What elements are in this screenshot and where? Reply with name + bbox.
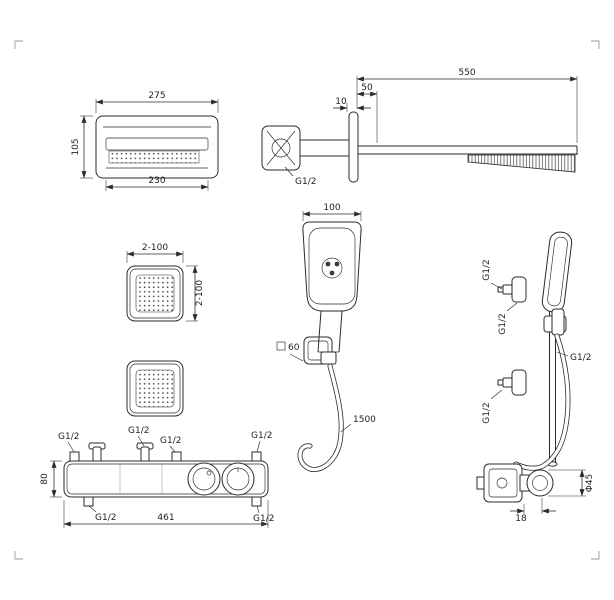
mixer-bar-view: 80 461 G1/2 G1/2 G1/2 G1/2 G1/2 G1/2 — [40, 426, 274, 528]
thread-bar-top-mid1: G1/2 — [128, 426, 149, 436]
dim-head-height: 105 — [71, 138, 81, 155]
dim-jet-height: 2-100 — [195, 280, 205, 306]
jet-side-view-1 — [511, 276, 527, 303]
hand-shower-fitting — [320, 351, 337, 365]
thread-upper-label: G1/2 — [498, 313, 508, 334]
dim-arm-offset: 10 — [335, 97, 347, 107]
waterfall-head-view: 275 105 230 — [71, 91, 219, 191]
thread-bar-bottom-right: G1/2 — [253, 514, 274, 524]
dim-outlet-width: 18 — [515, 514, 527, 524]
hand-shower-handle-profile — [551, 308, 565, 336]
thread-bar-top-mid2: G1/2 — [160, 436, 181, 446]
thread-bar-bottom-left: G1/2 — [95, 513, 116, 523]
spray-face-dots — [108, 150, 200, 164]
dim-hand-shower-width: 100 — [323, 203, 340, 213]
dim-head-width: 275 — [148, 91, 165, 101]
waterfall-head-body — [95, 115, 219, 179]
jet-side-view-2 — [511, 369, 527, 396]
dim-bracket-size: 60 — [288, 343, 300, 353]
hand-shower-view: 100 60 1500 — [276, 203, 376, 473]
wall-flange — [348, 111, 359, 183]
dim-knob-diameter: Φ45 — [585, 474, 595, 493]
valve-knob — [526, 469, 554, 497]
thread-bar-label: G1/2 — [570, 353, 591, 363]
arm-thread-label: G1/2 — [295, 177, 316, 187]
dim-arm-drop: 50 — [361, 83, 373, 93]
dim-bar-length: 461 — [157, 513, 174, 523]
assembly-side-view: G1/2 G1/2 G1/2 G1/2 18 Φ45 — [476, 231, 595, 524]
body-jets-view: 2-100 2-100 — [126, 243, 205, 417]
dim-bar-height: 80 — [40, 473, 50, 485]
hand-shower-profile — [541, 231, 573, 313]
thread-top-label: G1/2 — [482, 259, 492, 280]
jet-1-spray-face — [135, 274, 175, 313]
thread-bar-top-right: G1/2 — [251, 431, 272, 441]
overhead-arm-view: G1/2 550 50 10 — [261, 68, 578, 187]
jet-2-spray-face — [135, 369, 175, 408]
dim-hose-length: 1500 — [353, 415, 376, 425]
waterfall-slot — [105, 137, 209, 151]
dim-arm-length: 550 — [458, 68, 475, 78]
nozzle-comb — [467, 154, 576, 173]
thread-bar-top-left: G1/2 — [58, 432, 79, 442]
register-marks — [14, 40, 600, 560]
dim-jet-width: 2-100 — [142, 243, 168, 253]
hand-shower-head — [302, 221, 362, 312]
dim-slot-width: 230 — [148, 176, 165, 186]
thread-lower-label: G1/2 — [482, 402, 492, 423]
